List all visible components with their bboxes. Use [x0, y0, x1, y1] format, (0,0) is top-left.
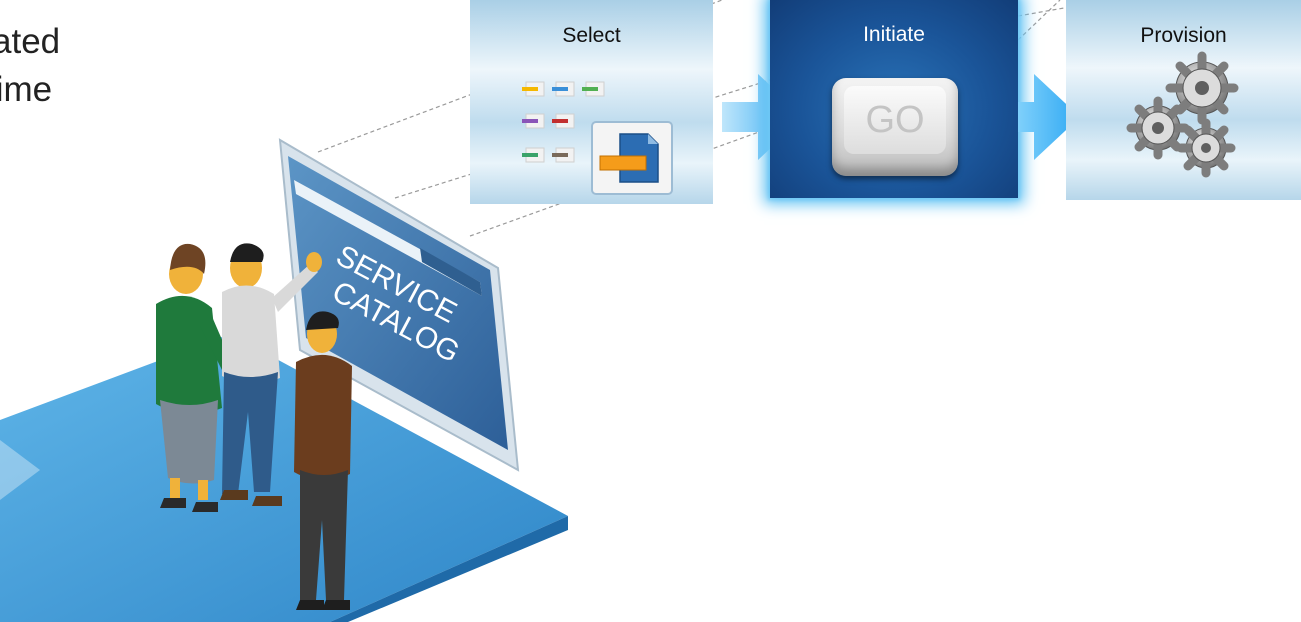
person-pointing-man: [220, 243, 322, 506]
provision-stage: Provision: [1066, 0, 1301, 200]
select-stage: Select: [470, 0, 713, 204]
gears-icon: [1126, 51, 1239, 178]
person-woman: [156, 243, 236, 512]
provision-stage-title: Provision: [1140, 24, 1227, 47]
service-catalog-illustration: SERVICE CATALOG: [0, 138, 568, 622]
intro-text-line-1: ated: [0, 22, 61, 61]
select-stage-title: Select: [562, 24, 621, 47]
intro-text-line-2: time: [0, 70, 53, 109]
go-key-label: GO: [844, 86, 946, 154]
floor-platform: [0, 334, 568, 622]
initiate-stage: Initiate GO: [770, 0, 1018, 198]
arrow-icon: [722, 74, 804, 160]
arrow-icon: [1018, 74, 1080, 160]
document-list-icon: [522, 81, 605, 163]
person-man-brown-jacket: [294, 311, 352, 610]
go-key-icon: GO: [832, 78, 958, 176]
document-icon: [591, 121, 673, 195]
initiate-stage-title: Initiate: [863, 23, 925, 46]
